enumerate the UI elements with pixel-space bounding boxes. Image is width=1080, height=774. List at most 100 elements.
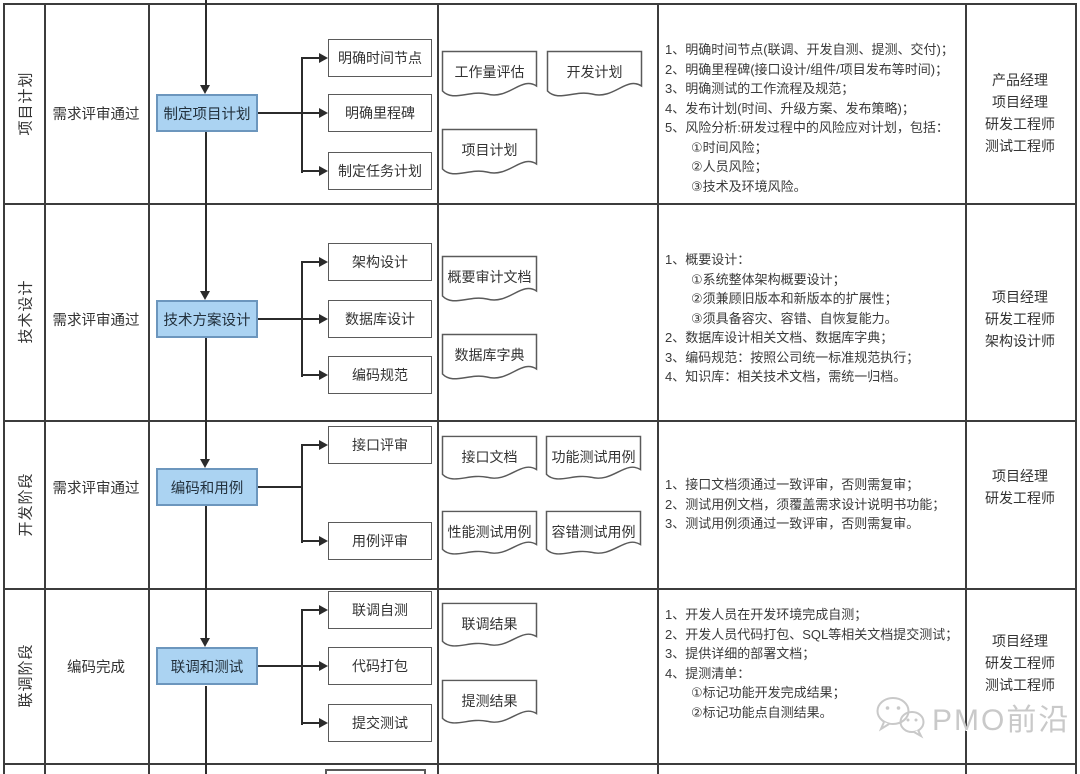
table-border <box>148 3 150 774</box>
task-box: 明确时间节点 <box>328 39 432 77</box>
note-line: 4、知识库：相关技术文档，需统一归档。 <box>665 369 907 384</box>
connector-line <box>258 112 319 114</box>
role-line: 项目经理 <box>992 468 1048 484</box>
connector-line <box>258 318 319 320</box>
table-border <box>437 3 439 774</box>
note-line: ①系统整体架构概要设计； <box>691 271 846 287</box>
table-border <box>1075 3 1077 774</box>
task-box: 代码打包 <box>328 647 432 685</box>
document-label: 工作量评估 <box>454 64 525 80</box>
connector-line <box>301 261 319 263</box>
role-line: 架构设计师 <box>985 333 1055 349</box>
note-line: ③技术及环境风险。 <box>691 178 807 194</box>
role-line: 研发工程师 <box>985 655 1055 671</box>
notes-list: 1、接口文档须通过一致评审，否则需复审； 2、测试用例文档，须覆盖需求设计说明书… <box>665 475 961 534</box>
roles-list: 产品经理 项目经理 研发工程师 测试工程师 <box>966 69 1074 157</box>
document-outline-icon <box>441 510 538 555</box>
task-box: 架构设计 <box>328 243 432 281</box>
note-line: 3、提供详细的部署文档； <box>665 646 816 661</box>
process-box: 制定项目计划 <box>156 94 258 132</box>
role-line: 测试工程师 <box>985 677 1055 693</box>
arrow-right-icon <box>319 166 328 176</box>
roles-list: 项目经理 研发工程师 测试工程师 <box>966 630 1074 696</box>
role-line: 研发工程师 <box>985 311 1055 327</box>
note-line: 5、风险分析:研发过程中的风险应对计划，包括： <box>665 120 949 135</box>
task-box: 联调自测 <box>328 591 432 629</box>
note-line: 1、开发人员在开发环境完成自测； <box>665 607 868 622</box>
note-line: 2、数据库设计相关文档、数据库字典； <box>665 330 894 345</box>
document-label: 性能测试用例 <box>447 524 532 540</box>
task-box: 编码规范 <box>328 356 432 394</box>
process-box: 编码和用例 <box>156 468 258 506</box>
document-shape: 提测结果 <box>441 679 538 727</box>
connector-line <box>301 374 319 376</box>
document-label: 提测结果 <box>461 693 518 709</box>
table-border <box>3 588 1077 590</box>
document-label: 联调结果 <box>461 616 518 632</box>
connector-line <box>301 609 319 611</box>
connector-line <box>205 338 207 459</box>
table-border <box>3 3 1077 5</box>
arrow-right-icon <box>319 370 328 380</box>
watermark: PMO前沿 <box>874 694 1070 740</box>
document-label: 开发计划 <box>566 64 623 80</box>
document-shape: 概要审计文档 <box>441 255 538 305</box>
connector-line <box>301 57 319 59</box>
note-line: ③须具备容灾、容错、自恢复能力。 <box>691 310 898 326</box>
condition-text: 需求评审通过 <box>52 107 140 123</box>
task-box: 用例评审 <box>328 522 432 560</box>
connector-line <box>301 170 319 172</box>
phase-label-dev-stage: 开发阶段 <box>5 420 44 588</box>
note-line: 4、发布计划(时间、升级方案、发布策略)； <box>665 100 915 116</box>
note-line: 2、开发人员代码打包、SQL等相关文档提交测试； <box>665 626 959 642</box>
phase-label-joint-debug-stage: 联调阶段 <box>5 588 44 763</box>
note-line: ①时间风险； <box>691 139 768 155</box>
role-line: 产品经理 <box>992 72 1048 88</box>
condition-text: 需求评审通过 <box>52 481 140 497</box>
note-line: 1、概要设计： <box>665 252 751 267</box>
note-line: ②须兼顾旧版本和新版本的扩展性； <box>691 291 898 306</box>
table-border <box>3 420 1077 422</box>
process-box: 技术方案设计 <box>156 300 258 338</box>
task-box: 提交测试 <box>328 704 432 742</box>
phase-label-project-plan: 项目计划 <box>5 3 44 203</box>
arrow-right-icon <box>319 536 328 546</box>
arrow-right-icon <box>319 108 328 118</box>
document-outline-icon <box>441 333 538 380</box>
task-box: 数据库设计 <box>328 300 432 338</box>
connector-line <box>301 57 303 173</box>
document-label: 数据库字典 <box>454 347 525 363</box>
table-border <box>44 3 46 774</box>
arrow-right-icon <box>319 314 328 324</box>
connector-line <box>301 261 303 377</box>
document-label: 概要审计文档 <box>447 269 532 285</box>
arrow-right-icon <box>319 605 328 615</box>
roles-list: 项目经理 研发工程师 架构设计师 <box>966 286 1074 352</box>
task-box: 接口评审 <box>328 426 432 464</box>
document-outline-icon <box>441 50 538 97</box>
condition-text: 需求评审通过 <box>52 313 140 329</box>
note-line: ②标记功能点自测结果。 <box>691 704 833 720</box>
note-line: 2、明确里程碑(接口设计/组件/项目发布等时间)； <box>665 61 949 77</box>
note-line: 4、提测清单： <box>665 665 751 681</box>
arrow-right-icon <box>319 53 328 63</box>
note-line: 1、接口文档须通过一致评审，否则需复审； <box>665 477 920 492</box>
document-outline-icon <box>441 602 538 647</box>
connector-line <box>301 609 303 725</box>
connector-line <box>301 540 319 542</box>
document-outline-icon <box>441 435 538 480</box>
connector-line <box>205 686 207 774</box>
connector-line <box>205 132 207 291</box>
arrow-right-icon <box>319 440 328 450</box>
phase-text: 技术设计 <box>17 279 35 344</box>
document-label: 项目计划 <box>461 142 518 158</box>
document-shape: 联调结果 <box>441 602 538 650</box>
phase-text: 项目计划 <box>17 70 35 136</box>
task-box-partial <box>325 769 426 774</box>
document-shape: 容错测试用例 <box>545 510 642 558</box>
watermark-text: PMO前沿 <box>932 704 1071 737</box>
connector-line <box>258 665 319 667</box>
document-outline-icon <box>441 128 538 175</box>
document-outline-icon <box>546 50 643 97</box>
